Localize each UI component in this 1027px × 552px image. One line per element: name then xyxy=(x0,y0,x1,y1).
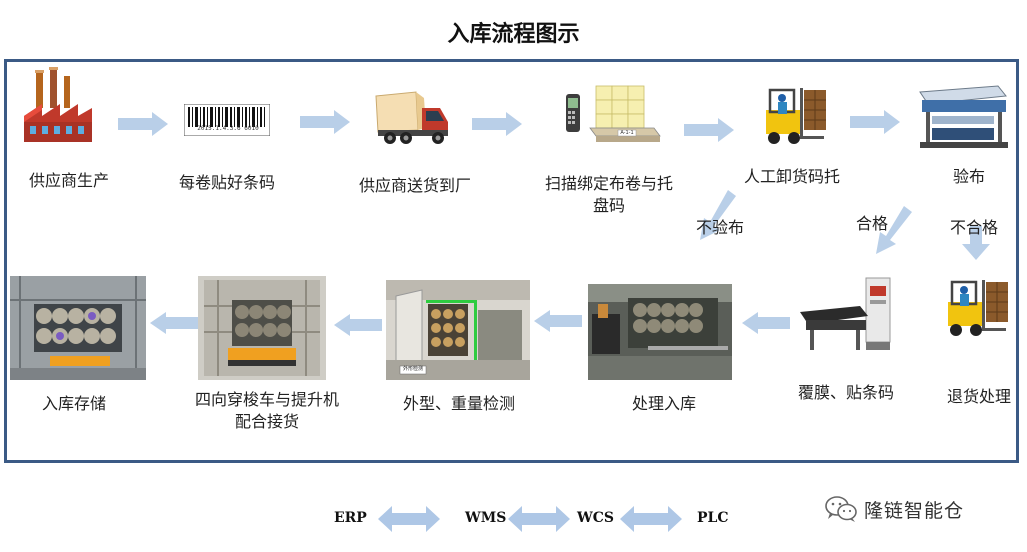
step-barcode-each-roll: 每卷贴好条码 xyxy=(178,173,275,192)
step-supplier-delivery: 供应商送货到厂 xyxy=(358,176,471,195)
sys-arrow-1 xyxy=(378,506,440,532)
pallet-tag: A-1-1 xyxy=(620,130,634,136)
step-laminate-label: 覆膜、贴条码 xyxy=(797,383,894,402)
storage-rack-photo xyxy=(10,276,146,380)
system-wcs: WCS xyxy=(577,510,614,526)
flow-arrow-6 xyxy=(742,312,790,334)
step-process-inbound: 处理入库 xyxy=(631,394,696,413)
flow-arrow-9 xyxy=(150,312,198,334)
step-scan-bind-pallet: 扫描绑定布卷与托盘码 xyxy=(544,174,673,215)
inspection-machine-icon xyxy=(919,85,1008,148)
barcode-icon xyxy=(184,104,270,136)
branch-label-fail: 不合格 xyxy=(950,218,999,237)
shuttle-lift-photo xyxy=(198,276,326,380)
brand-name: 隆链智能仓 xyxy=(864,499,965,522)
sys-arrow-3 xyxy=(620,506,682,532)
brand-watermark: 隆链智能仓 xyxy=(824,494,1014,524)
branch-label-pass: 合格 xyxy=(856,214,889,233)
scale-tag: 外形检测 xyxy=(402,366,423,372)
forklift-icon xyxy=(766,88,826,144)
process-frame xyxy=(4,59,1019,463)
branch-arrow-fail xyxy=(962,226,990,260)
factory-icon xyxy=(24,67,92,142)
dimension-weight-check-photo xyxy=(386,280,530,380)
step-supplier-production: 供应商生产 xyxy=(28,171,109,190)
diagram-title: 入库流程图示 xyxy=(447,21,580,47)
flow-arrow-4 xyxy=(684,118,734,142)
system-plc: PLC xyxy=(697,510,729,526)
laminating-machine-icon xyxy=(800,277,891,350)
flow-arrow-8 xyxy=(334,314,382,336)
system-wms: WMS xyxy=(465,510,507,526)
truck-icon xyxy=(375,91,448,144)
step-dimension-weight-check: 外型、重量检测 xyxy=(402,394,515,413)
sys-arrow-2 xyxy=(508,506,570,532)
step-inbound-storage: 入库存储 xyxy=(41,394,106,413)
branch-arrow-pass xyxy=(876,206,912,254)
branch-label-no-inspect: 不验布 xyxy=(696,218,745,237)
flow-arrow-5 xyxy=(850,110,900,134)
flow-arrow-7 xyxy=(534,310,582,332)
step-fabric-inspection: 验布 xyxy=(952,167,985,186)
branch-arrow-no-inspect xyxy=(700,190,736,240)
barcode-caption: 2015.1.4.3.6 6010 xyxy=(197,125,259,132)
forklift-warehouse-photo xyxy=(588,284,732,380)
step-manual-unload-palletize: 人工卸货码托 xyxy=(743,167,840,186)
wechat-icon xyxy=(825,496,857,522)
step-shuttle-lift-receive: 四向穿梭车与提升机配合接货 xyxy=(194,390,339,431)
flow-arrow-3 xyxy=(472,112,522,136)
flow-arrow-2 xyxy=(300,110,350,134)
scanner-pallet-icon xyxy=(566,85,661,142)
system-erp: ERP xyxy=(334,510,367,526)
step-return-handling: 退货处理 xyxy=(946,387,1011,406)
return-forklift-icon xyxy=(948,280,1008,336)
flow-arrow-1 xyxy=(118,112,168,136)
